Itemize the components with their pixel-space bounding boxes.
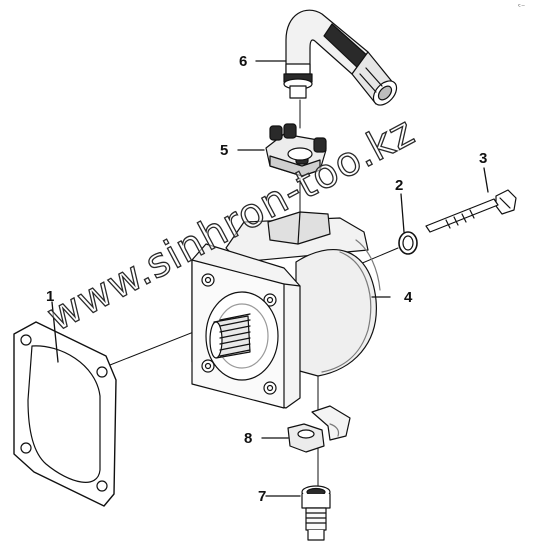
gasket-icon [13, 321, 117, 507]
callout-3: 3 [479, 150, 488, 167]
callout-leaders [51, 60, 489, 497]
callout-8: 8 [244, 430, 253, 447]
clamp-half-icon [287, 405, 351, 453]
bolt-icon [425, 189, 517, 233]
callout-2: 2 [395, 177, 404, 194]
callout-6: 6 [239, 53, 248, 70]
callout-1: 1 [46, 288, 55, 305]
flange-clamp-icon [265, 123, 327, 177]
callout-4: 4 [404, 289, 413, 306]
o-ring-icon [398, 231, 418, 255]
corner-mark: ᶜ⁻ [518, 2, 526, 11]
callout-7: 7 [258, 488, 267, 505]
fitting-icon [301, 485, 331, 541]
hose-fitting-icon [283, 9, 398, 106]
pump-icon [191, 211, 381, 409]
callout-5: 5 [220, 142, 229, 159]
